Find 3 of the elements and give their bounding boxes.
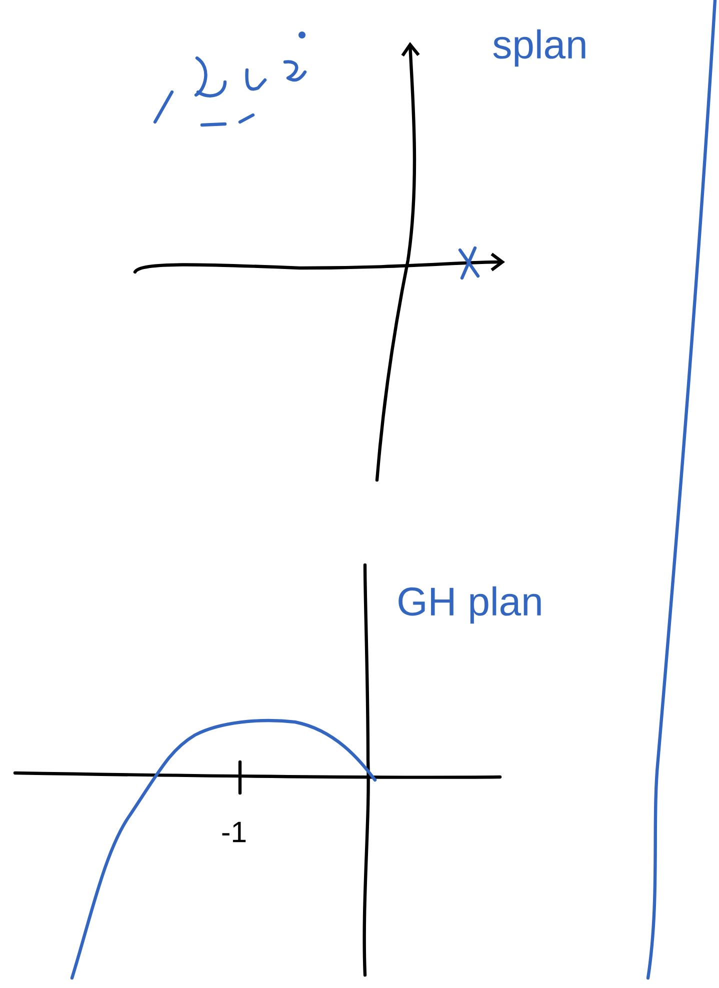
axis-label: -1: [222, 822, 246, 842]
axis-label: splan: [493, 29, 586, 67]
axis-label: GH plan: [398, 586, 541, 624]
